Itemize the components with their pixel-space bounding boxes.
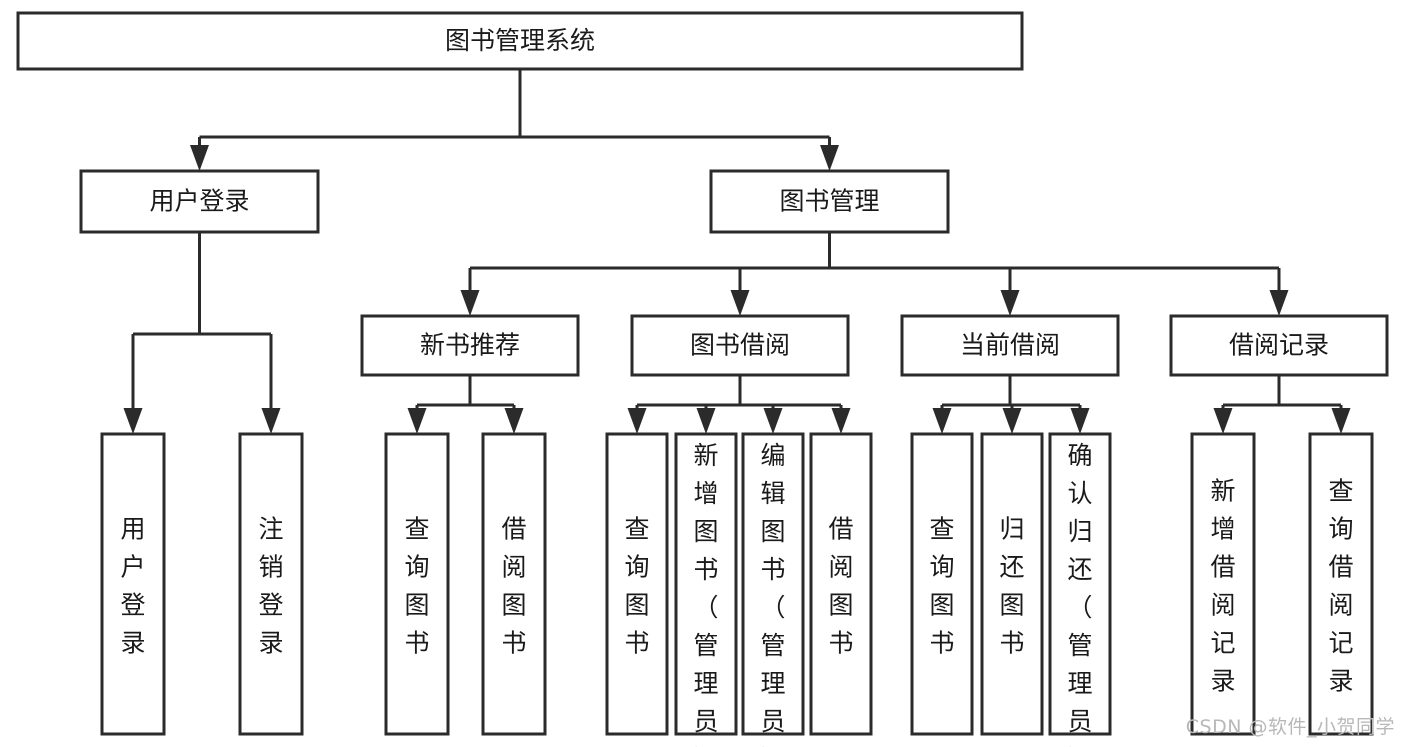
node-label: 确认归还（管理员） (1067, 441, 1092, 747)
node-label: 用户登录 (149, 187, 249, 216)
node-label: 新书推荐 (420, 331, 520, 360)
node-box (1048, 432, 1112, 736)
node-l1[interactable]: 用户登录 (100, 432, 166, 736)
node-l9[interactable]: 查询图书 (910, 432, 974, 736)
connector-arrowhead-icon (460, 290, 480, 316)
node-s3[interactable]: 当前借阅 (900, 314, 1120, 377)
node-box (481, 432, 547, 736)
node-box (1190, 432, 1256, 736)
node-label: 图书借阅 (690, 331, 790, 360)
node-l6[interactable]: 新增图书（管理员） (674, 432, 738, 747)
node-l3[interactable]: 查询图书 (384, 432, 450, 736)
node-label: 当前借阅 (960, 331, 1060, 360)
connector-arrowhead-icon (123, 408, 143, 434)
connector-arrowhead-icon (504, 408, 524, 434)
node-box (900, 314, 1120, 377)
node-box (809, 432, 873, 736)
node-label: 图书管理 (779, 187, 879, 216)
node-box (100, 432, 166, 736)
node-l10[interactable]: 归还图书 (980, 432, 1044, 736)
node-l2[interactable]: 注销登录 (238, 432, 304, 736)
node-s4[interactable]: 借阅记录 (1169, 314, 1389, 377)
node-box (16, 11, 1024, 71)
node-label: 用户登录 (120, 515, 145, 658)
node-box (360, 314, 580, 377)
node-label: 图书管理系统 (445, 26, 595, 55)
node-label: 归还图书 (999, 515, 1024, 658)
node-box (79, 169, 320, 234)
node-l7[interactable]: 编辑图书（管理员） (741, 432, 805, 747)
connector-arrowhead-icon (1000, 290, 1020, 316)
node-label: 新增借阅记录 (1210, 477, 1235, 696)
node-box (709, 169, 950, 234)
node-l13[interactable]: 查询借阅记录 (1308, 432, 1374, 736)
node-label: 查询图书 (929, 515, 954, 658)
node-box (384, 432, 450, 736)
connector-arrowhead-icon (261, 408, 281, 434)
node-s1[interactable]: 新书推荐 (360, 314, 580, 377)
connector-layer (123, 69, 1351, 434)
node-label: 借阅记录 (1229, 331, 1329, 360)
node-box (980, 432, 1044, 736)
connector-arrowhead-icon (696, 408, 716, 434)
connector-arrowhead-icon (1331, 408, 1351, 434)
node-m1[interactable]: 用户登录 (79, 169, 320, 234)
node-box (1169, 314, 1389, 377)
node-l12[interactable]: 新增借阅记录 (1190, 432, 1256, 736)
node-box (605, 432, 669, 736)
node-label: 查询图书 (404, 515, 429, 658)
node-box (1308, 432, 1374, 736)
connector-arrowhead-icon (1213, 408, 1233, 434)
node-label: 查询借阅记录 (1328, 477, 1353, 696)
node-label: 查询图书 (624, 515, 649, 658)
connector-arrowhead-icon (831, 408, 851, 434)
node-box (741, 432, 805, 736)
node-m2[interactable]: 图书管理 (709, 169, 950, 234)
connector-arrowhead-icon (932, 408, 952, 434)
connector-arrowhead-icon (627, 408, 647, 434)
connector-arrowhead-icon (1269, 290, 1289, 316)
node-box (910, 432, 974, 736)
node-label: 借阅图书 (828, 515, 853, 658)
connector-arrowhead-icon (407, 408, 427, 434)
connector-arrowhead-icon (1070, 408, 1090, 434)
watermark-label: CSDN @软件_小贺同学 (1185, 716, 1395, 738)
node-box (630, 314, 850, 377)
connector-arrowhead-icon (190, 145, 209, 171)
node-l8[interactable]: 借阅图书 (809, 432, 873, 736)
node-l5[interactable]: 查询图书 (605, 432, 669, 736)
node-s2[interactable]: 图书借阅 (630, 314, 850, 377)
connector-arrowhead-icon (1002, 408, 1022, 434)
node-label: 编辑图书（管理员） (760, 441, 785, 747)
node-label: 注销登录 (258, 515, 283, 658)
node-label: 新增图书（管理员） (693, 441, 718, 747)
node-label: 借阅图书 (501, 515, 526, 658)
node-layer: 图书管理系统用户登录图书管理新书推荐图书借阅当前借阅借阅记录用户登录注销登录查询… (16, 11, 1389, 747)
node-box (238, 432, 304, 736)
node-l4[interactable]: 借阅图书 (481, 432, 547, 736)
node-box (674, 432, 738, 736)
connector-arrowhead-icon (820, 145, 839, 171)
connector-arrowhead-icon (763, 408, 783, 434)
node-root[interactable]: 图书管理系统 (16, 11, 1024, 71)
connector-arrowhead-icon (730, 290, 750, 316)
node-l11[interactable]: 确认归还（管理员） (1048, 432, 1112, 747)
